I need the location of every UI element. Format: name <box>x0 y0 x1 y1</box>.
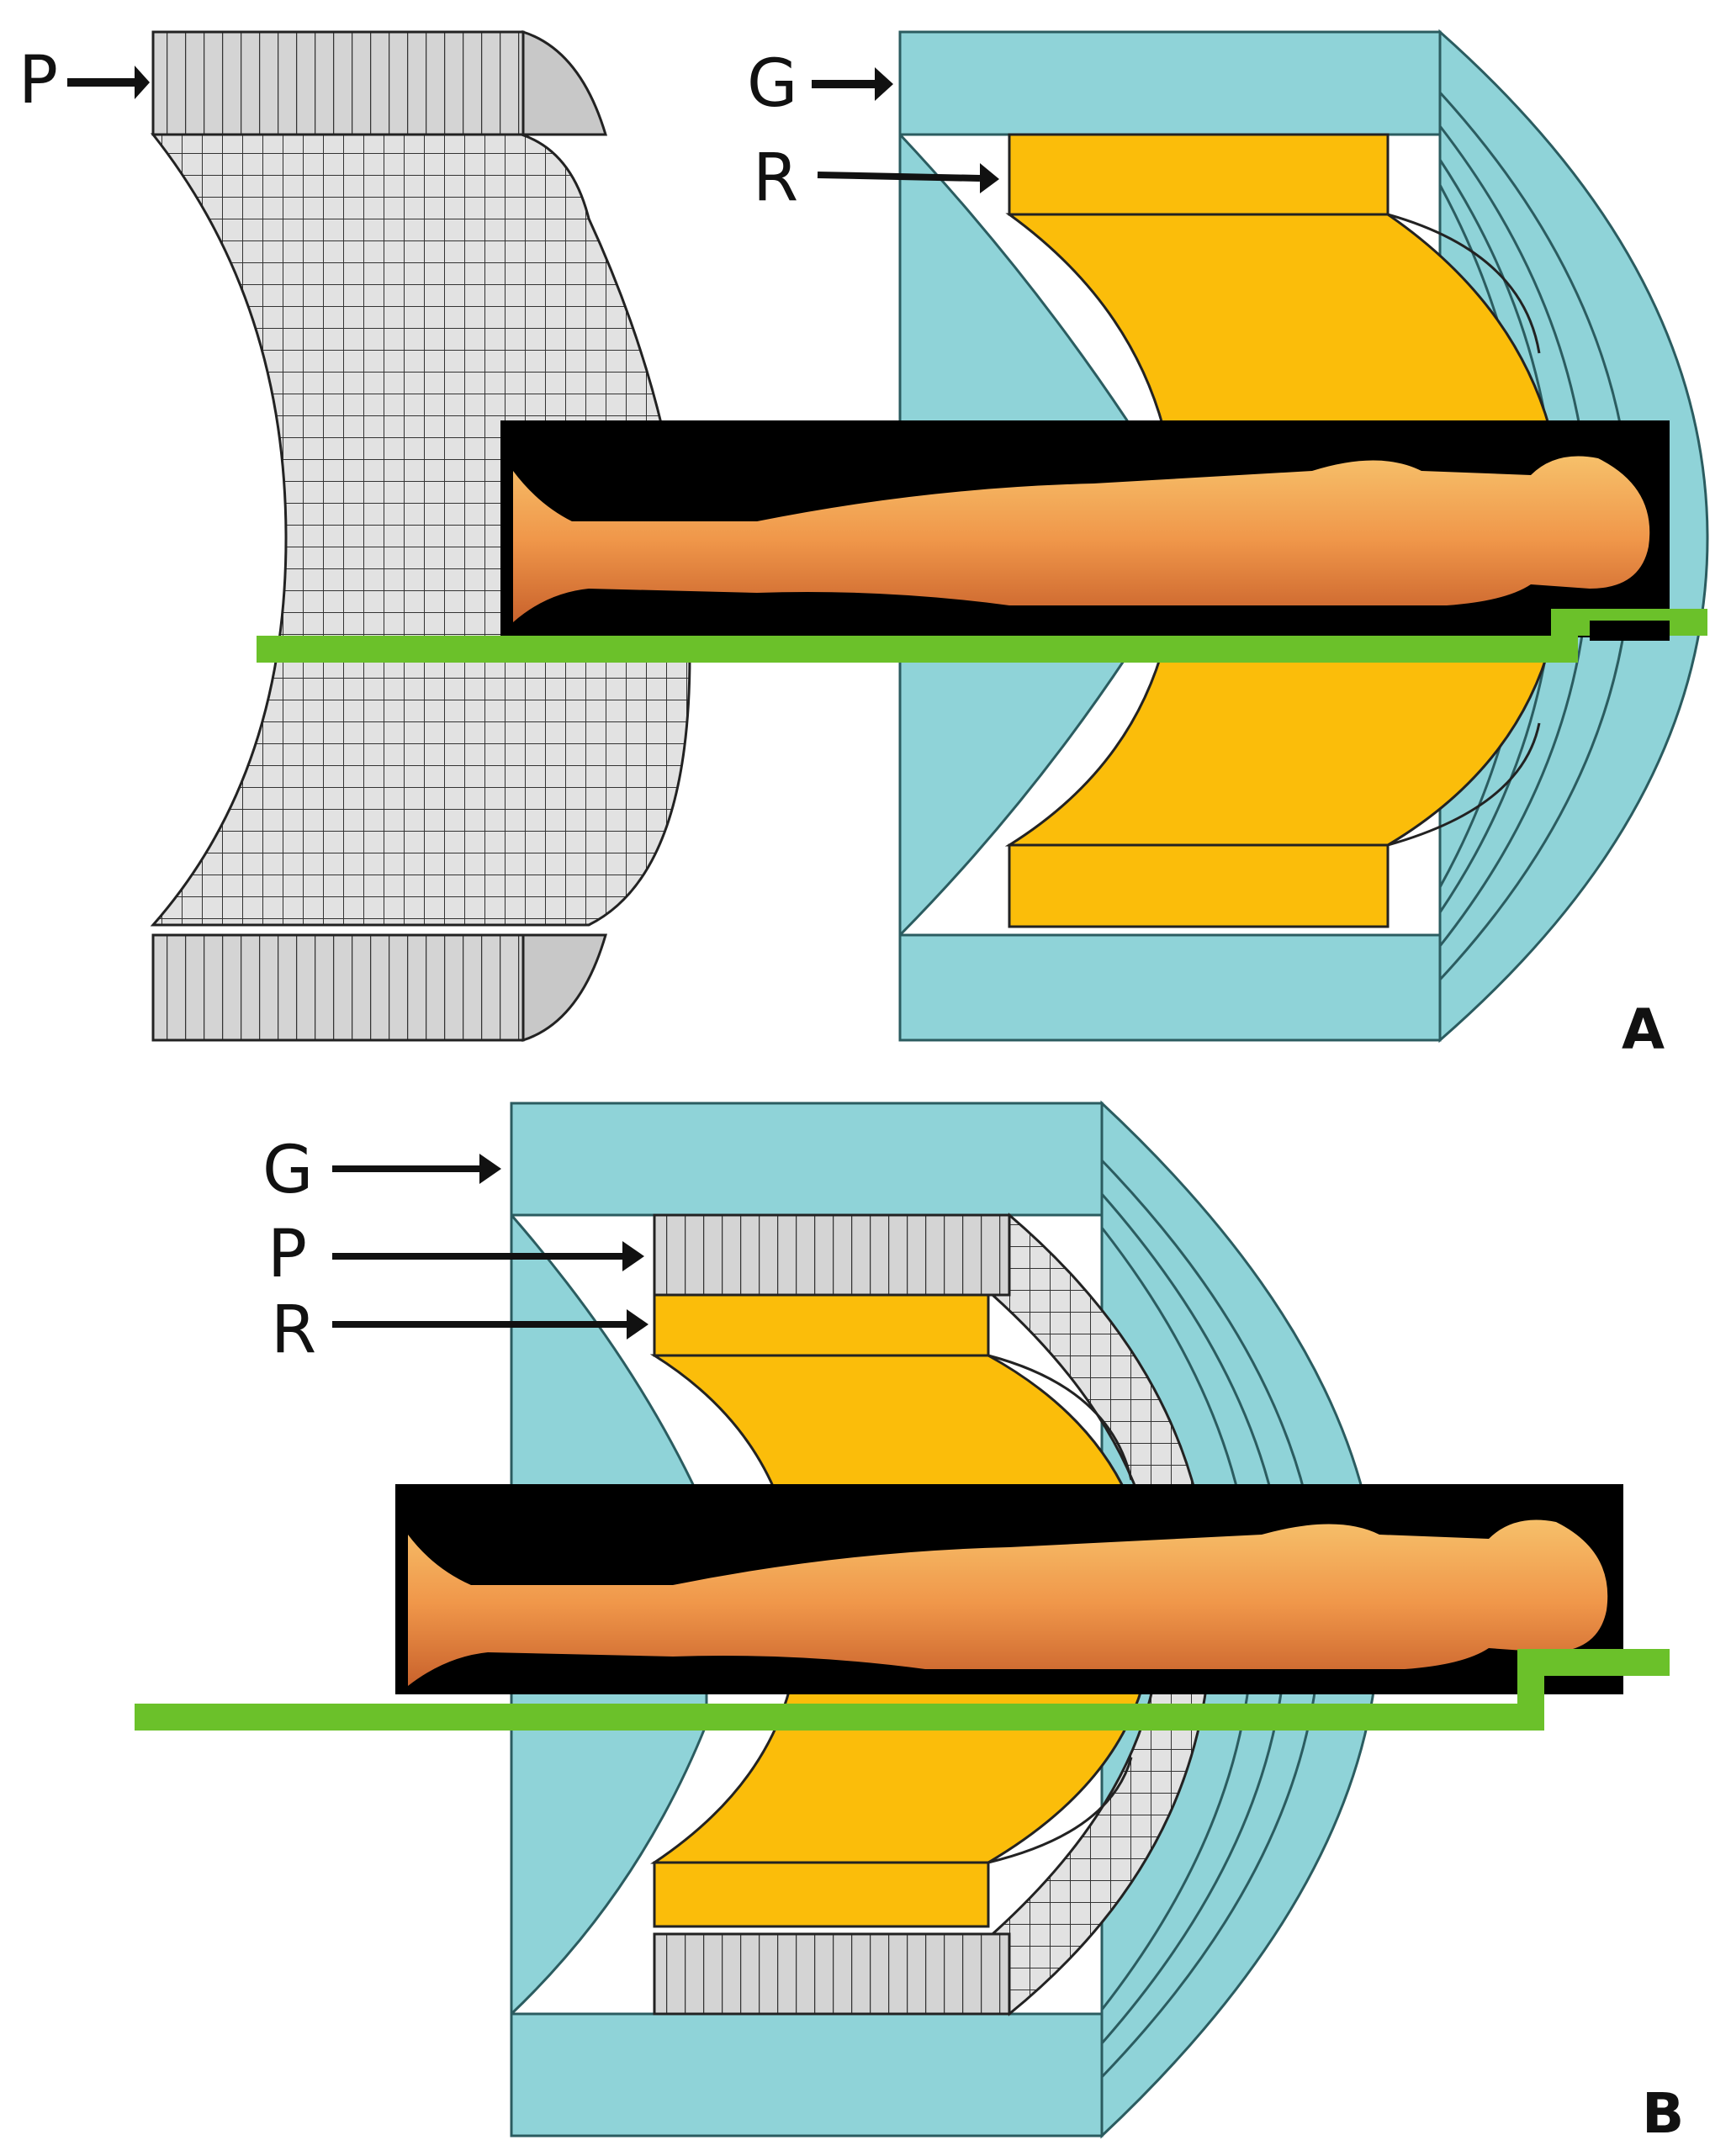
pet-detector-ring-a <box>150 29 691 1043</box>
label-g-a: G <box>747 46 797 122</box>
table-gap-a <box>1590 621 1670 641</box>
callout-b-0: G <box>262 1133 501 1208</box>
patient-image-b <box>395 1484 1623 1694</box>
table-gap-b <box>1548 1676 1623 1694</box>
callout-b-1: P <box>267 1217 644 1292</box>
label-r-a: R <box>753 140 798 216</box>
callout-b-2: R <box>271 1292 648 1368</box>
panel-b: G P R B <box>135 1100 1684 2146</box>
pet-detector-ring-b <box>653 1213 1213 2016</box>
callout-a-1: G <box>747 46 893 122</box>
patient-image-a <box>500 420 1670 637</box>
panel-label-a: A <box>1622 997 1665 1062</box>
patient-body-a <box>513 456 1650 622</box>
label-p-b: P <box>267 1217 307 1292</box>
panel-label-b: B <box>1642 2081 1684 2146</box>
label-g-b: G <box>262 1133 313 1208</box>
patient-body-b <box>408 1519 1608 1686</box>
panel-a: P G R A <box>19 29 1709 1062</box>
label-r-b: R <box>271 1292 316 1368</box>
label-p-a: P <box>19 43 58 119</box>
callout-a-2: R <box>753 140 999 216</box>
patient-table-b <box>135 1649 1670 1731</box>
callout-a-0: P <box>19 43 150 119</box>
